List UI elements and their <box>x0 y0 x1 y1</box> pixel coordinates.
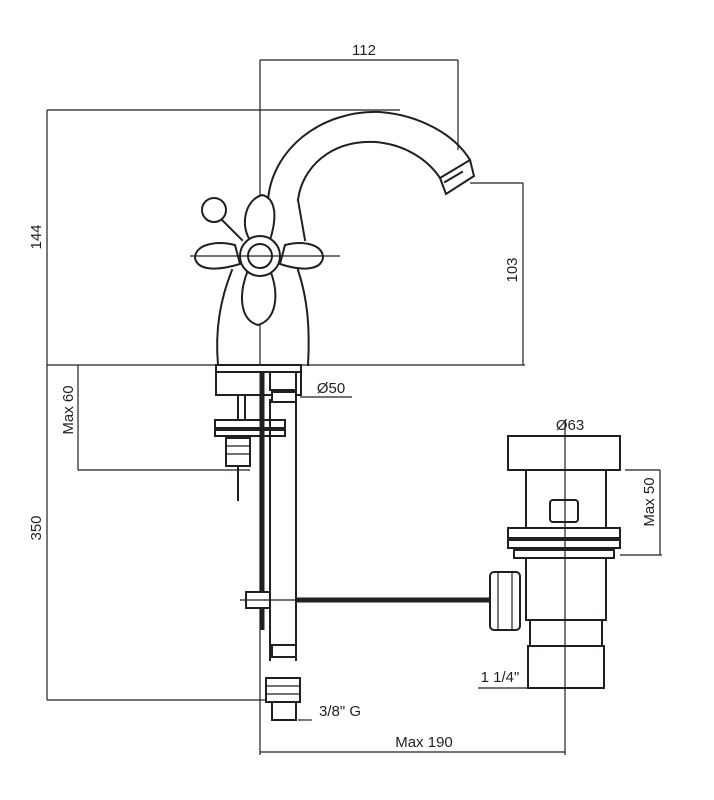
dim-base-diameter: Ø50 <box>317 380 345 397</box>
dim-waste-diameter: Ø63 <box>556 417 584 434</box>
dim-height-overall: 144 <box>28 224 45 249</box>
dim-shank-length: 350 <box>28 515 45 540</box>
dim-max-deck: Max 60 <box>60 385 77 434</box>
dim-width-top: 112 <box>352 42 376 59</box>
dim-waste-thread: 1 1/4" <box>481 669 520 686</box>
cross-handle <box>190 193 340 327</box>
dim-spout-height: 103 <box>504 257 521 282</box>
shank-and-pipes <box>214 371 490 721</box>
dim-waste-max: Max 50 <box>641 477 658 526</box>
pop-up-waste <box>489 420 621 690</box>
dim-max-reach: Max 190 <box>395 734 453 751</box>
dim-inlet-thread: 3/8" G <box>319 703 361 720</box>
